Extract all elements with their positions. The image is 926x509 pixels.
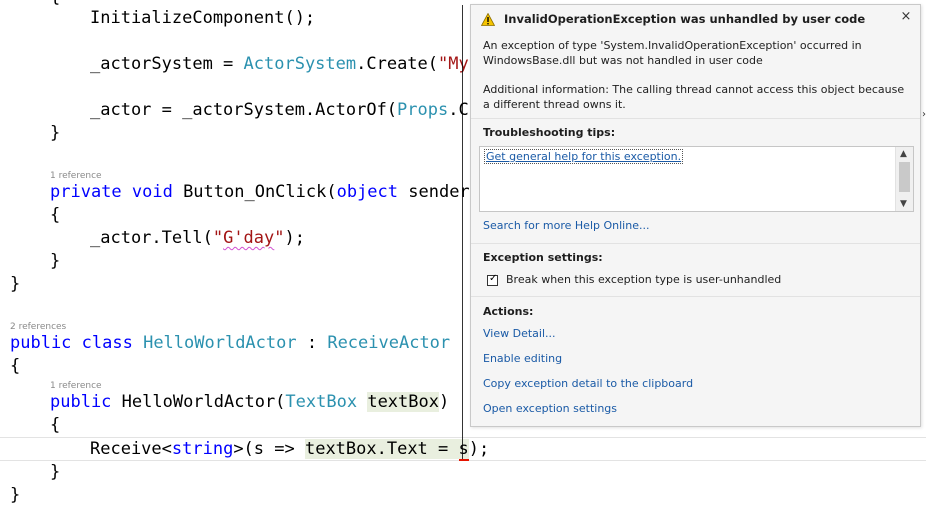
search-help-online-link[interactable]: Search for more Help Online... [483,219,650,232]
code-line-brace: { [50,205,61,225]
exception-title-text: InvalidOperationException was unhandled … [504,12,866,26]
close-icon[interactable]: × [900,9,912,24]
warning-icon [481,12,495,26]
scrollbar-thumb[interactable] [899,162,910,192]
code-line-actor: _actor = _actorSystem.ActorOf(Props.Cr [90,100,479,120]
code-line-brace: } [50,123,61,143]
code-line-button-onclick: private void Button_OnClick(object sende… [50,182,480,202]
open-exception-settings-link[interactable]: Open exception settings [483,402,617,415]
troubleshooting-heading: Troubleshooting tips: [483,126,616,139]
code-lens-references[interactable]: 2 references [10,322,67,332]
enable-editing-link[interactable]: Enable editing [483,352,563,365]
tips-scrollbar[interactable]: ▲ ▼ [895,147,913,211]
copy-exception-detail-link[interactable]: Copy exception detail to the clipboard [483,377,694,390]
divider [471,118,920,119]
code-line-brace: { [10,356,21,376]
code-lens-references[interactable]: 1 reference [50,381,102,391]
exception-helper-popup: InvalidOperationException was unhandled … [470,4,926,427]
chevron-right-icon: › [922,109,926,120]
troubleshooting-tips-list[interactable]: Get general help for this exception. ▲ ▼ [479,146,914,212]
actions-heading: Actions: [483,305,534,318]
code-line-init: InitializeComponent(); [90,8,316,28]
popup-connector-line [462,5,463,459]
exception-settings-heading: Exception settings: [483,251,603,264]
scroll-up-icon[interactable]: ▲ [900,149,907,159]
code-lens-references[interactable]: 1 reference [50,171,102,181]
code-line-tell: _actor.Tell("G'day"); [90,228,305,248]
code-line-class-decl: public class HelloWorldActor : ReceiveAc… [10,333,451,353]
code-line-brace: { [50,415,61,435]
code-line-ctor: public HelloWorldActor(TextBox textBox) [50,392,450,412]
code-line-brace: } [10,274,21,294]
divider [471,243,920,244]
general-help-link[interactable]: Get general help for this exception. [484,149,684,164]
exception-additional-info: Additional information: The calling thre… [483,83,905,111]
exception-message: An exception of type 'System.InvalidOper… [483,39,862,67]
code-line-brace: } [50,251,61,271]
code-line-brace: { [50,0,60,9]
code-line-brace: } [50,462,61,482]
code-line-brace: } [10,485,21,505]
divider [471,296,920,297]
break-on-exception-checkbox[interactable]: ✓ [487,273,498,286]
code-line-actor-system: _actorSystem = ActorSystem.Create("MyS [90,54,479,74]
view-detail-link[interactable]: View Detail... [483,327,556,340]
scroll-down-icon[interactable]: ▼ [900,199,907,209]
break-on-exception-label[interactable]: Break when this exception type is user-u… [506,273,782,286]
code-line-current: Receive<string>(s => textBox.Text = s); [0,437,926,461]
exception-title: InvalidOperationException was unhandled … [481,11,865,27]
checkbox-check-icon: ✓ [489,273,498,284]
